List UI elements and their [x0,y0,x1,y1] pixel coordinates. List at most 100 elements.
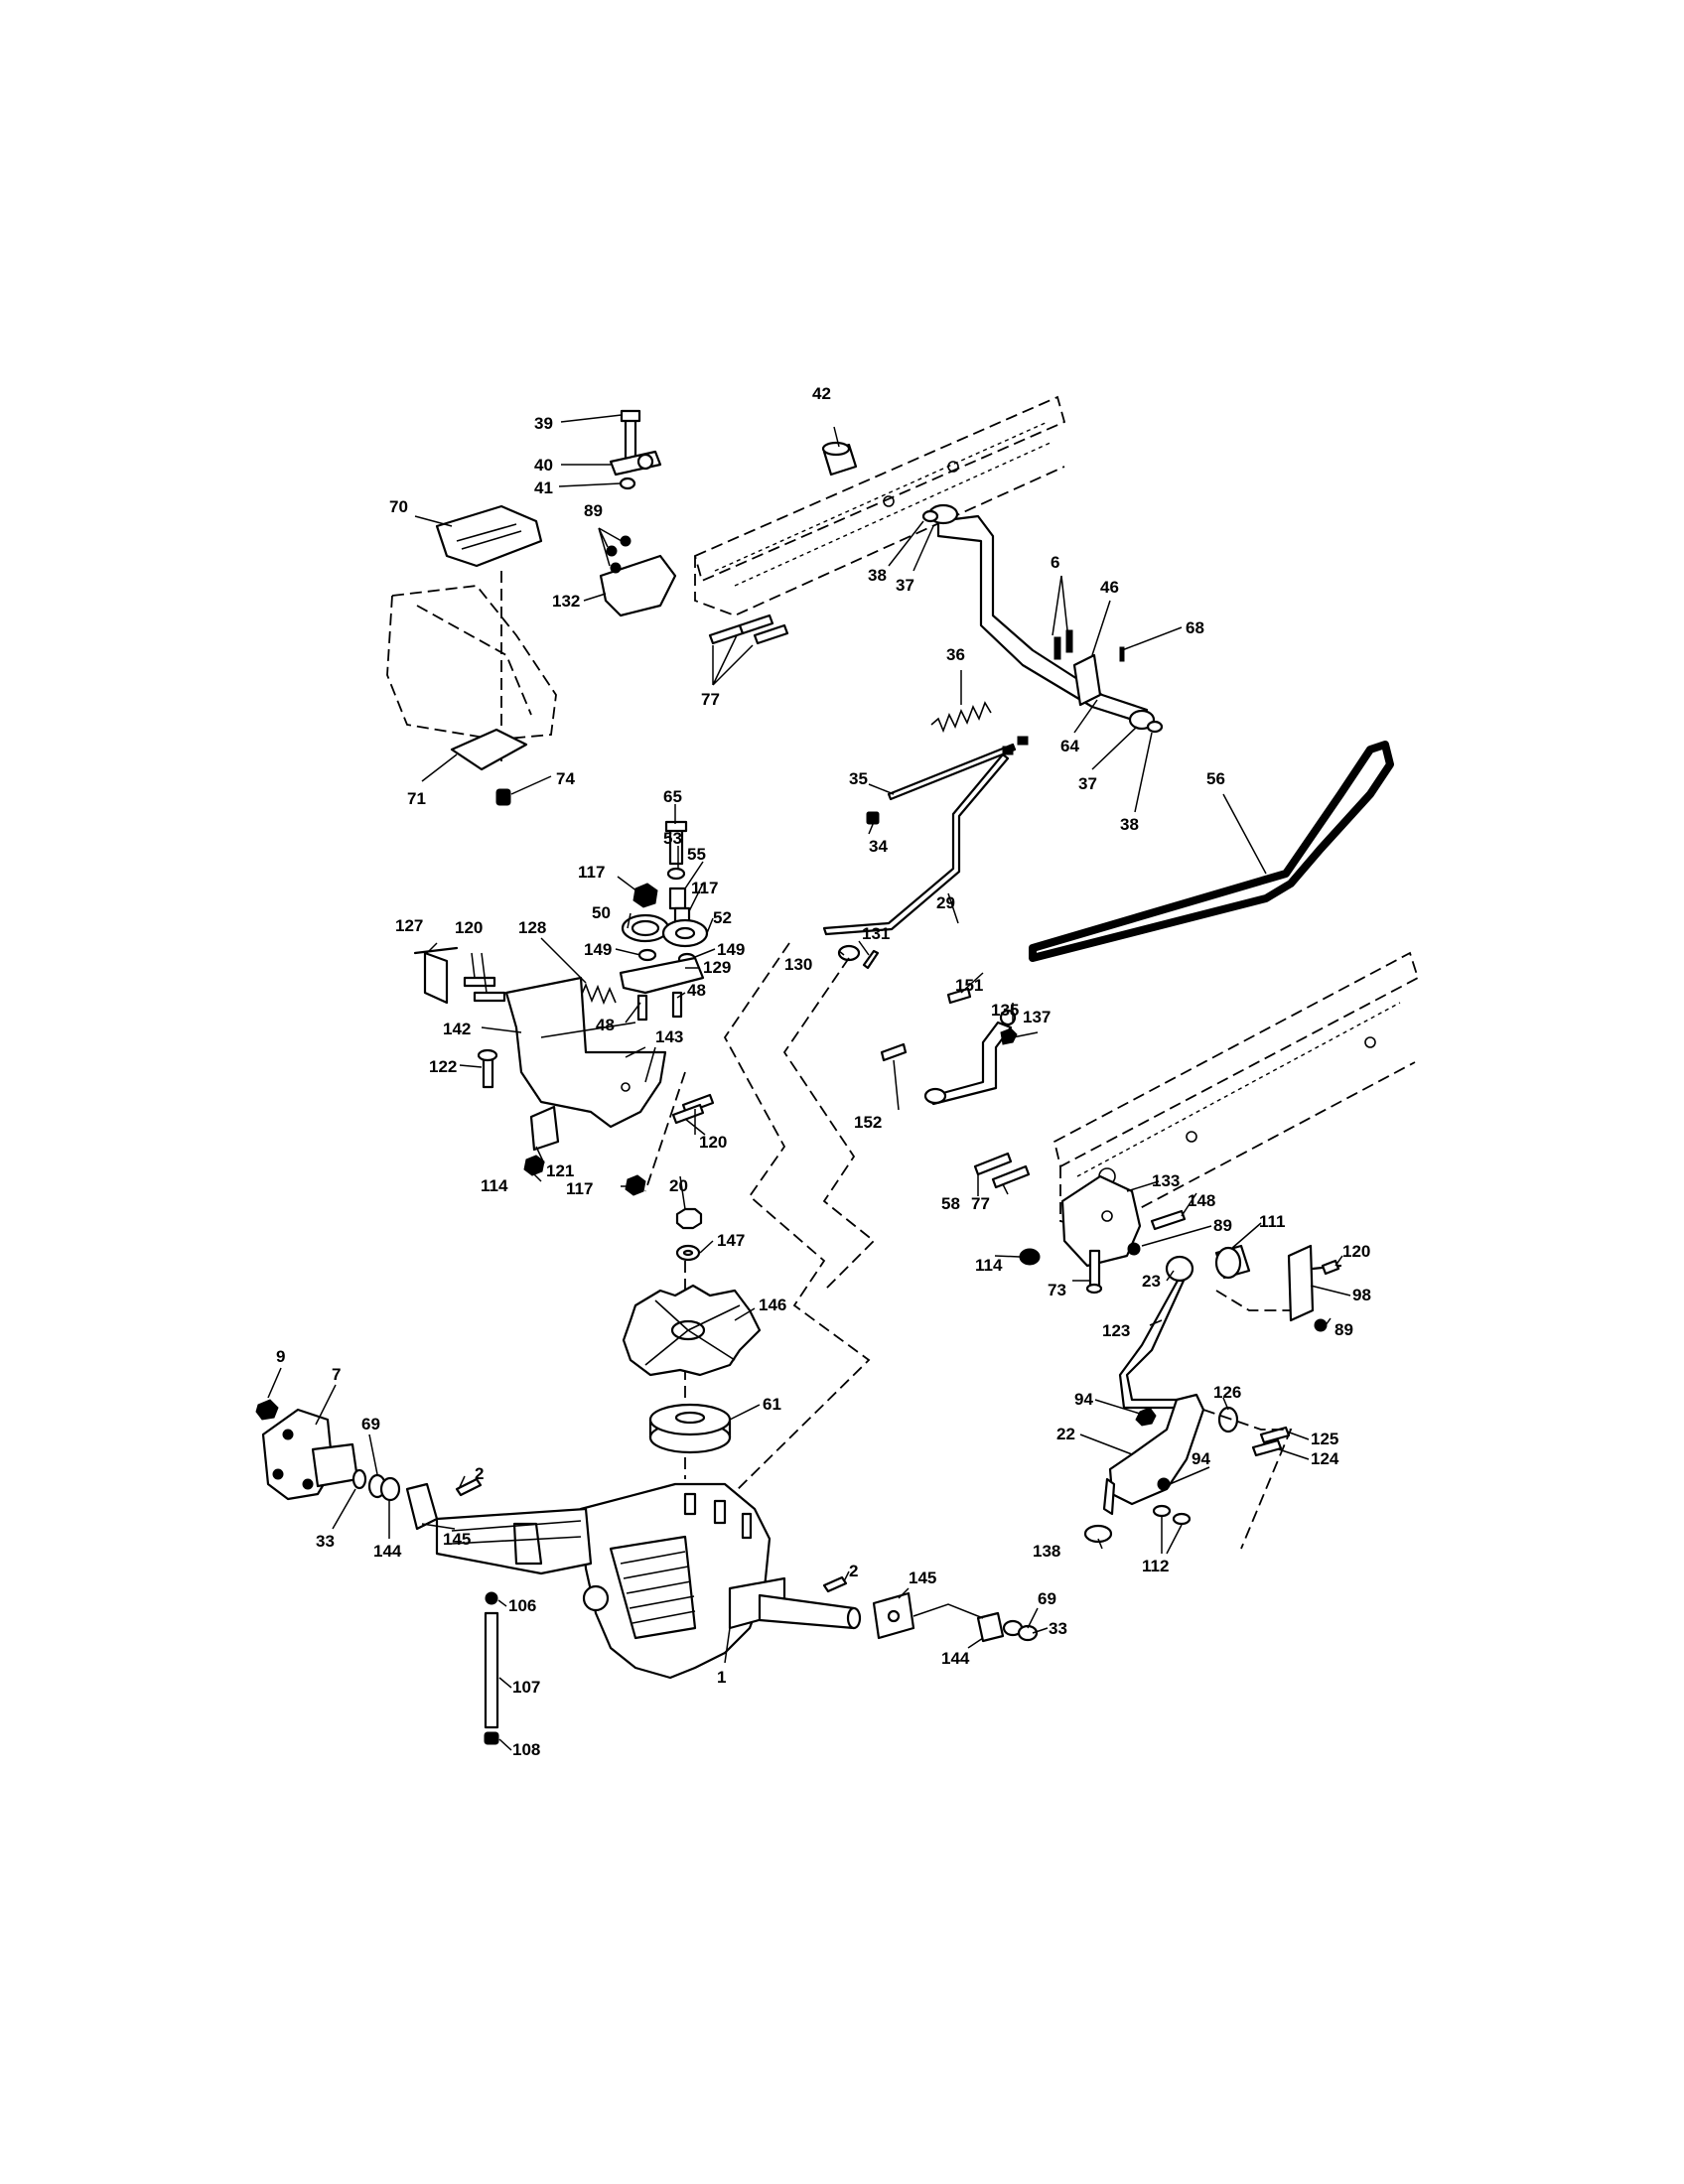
spacer-55 [668,887,687,910]
nut-114-right [1019,1248,1041,1266]
callout-46: 46 [1100,578,1119,597]
bolt-120-right [1321,1259,1340,1276]
nut-9 [255,1399,279,1421]
callout-71: 71 [407,789,426,808]
callout-37-upper: 37 [896,576,914,595]
nut-137 [1000,1027,1018,1045]
callout-7: 7 [332,1365,341,1384]
nut-94-right [1157,1477,1171,1491]
callout-23: 23 [1142,1272,1161,1291]
washer-130 [837,944,861,962]
bushing-111 [1214,1244,1251,1280]
callout-labels: 39 40 41 70 89 132 77 42 38 37 6 46 68 3… [276,384,1371,1759]
callout-35: 35 [849,769,868,788]
callout-148: 148 [1188,1191,1215,1210]
transaxle-1 [579,1482,786,1680]
callout-89-mid: 89 [1213,1216,1232,1235]
callout-121: 121 [546,1161,574,1180]
bracket-132 [599,535,677,617]
callout-149-right: 149 [717,940,745,959]
bolt-34 [866,811,880,825]
callout-40: 40 [534,456,553,475]
keys-2 [455,1477,848,1593]
washer-53 [666,867,686,881]
callout-53: 53 [663,829,682,848]
bolt-65 [664,820,688,866]
clip-40 [609,450,662,477]
rod-29 [822,746,1014,936]
callout-69-left: 69 [361,1415,380,1433]
shaft-107 [484,1591,499,1745]
callout-147: 147 [717,1231,745,1250]
bolt-148 [1150,1209,1187,1231]
callout-137: 137 [1023,1008,1051,1026]
pedal-pad [435,504,543,568]
hub-7 [261,1408,359,1501]
callout-68: 68 [1186,618,1204,637]
pulley-52 [661,918,709,948]
callout-89-upper: 89 [584,501,603,520]
callout-52: 52 [713,908,732,927]
bracket-142 [504,976,667,1129]
callout-94-right: 94 [1192,1449,1210,1468]
callout-56: 56 [1206,769,1225,788]
callout-61: 61 [763,1395,781,1414]
callout-132: 132 [552,592,580,611]
bolt-39 [620,409,641,464]
cross-shaft [921,503,1164,734]
callout-124: 124 [1311,1449,1339,1468]
right-axle-line [912,1603,984,1619]
callout-98: 98 [1352,1286,1371,1304]
callout-127: 127 [395,916,423,935]
callout-138: 138 [1033,1542,1060,1561]
callout-107: 107 [512,1678,540,1697]
washer-138 [1083,1524,1113,1544]
callout-149-left: 149 [584,940,612,959]
arm-135 [923,1009,1017,1106]
callout-38-upper: 38 [868,566,887,585]
rod-127 [413,946,459,1005]
bracket-46 [1053,629,1125,707]
callout-108: 108 [512,1740,540,1759]
fender-body-outline [386,585,557,741]
bolts-120-right [671,1093,715,1125]
bracket-98 [1287,1244,1342,1322]
left-axle [435,1507,593,1575]
nut-89-mid [1127,1242,1141,1256]
plate-22 [1102,1393,1205,1516]
callout-129: 129 [703,958,731,977]
bracket-145-left [405,1482,439,1531]
callout-112: 112 [1142,1557,1169,1575]
drive-dash-line-2 [782,957,876,1292]
bushing-42 [821,441,858,477]
bolt-73 [1085,1249,1103,1295]
callout-73: 73 [1048,1281,1066,1299]
plate-133 [1060,1174,1142,1268]
callout-117-top-left: 117 [578,863,605,882]
bolts-120-left [463,976,506,1003]
callout-77-upper: 77 [701,690,720,709]
callout-143: 143 [655,1027,683,1046]
callout-58: 58 [941,1194,960,1213]
callout-117-bottom: 117 [566,1179,593,1198]
callout-128: 128 [518,918,546,937]
callout-142: 142 [443,1020,471,1038]
callout-152: 152 [854,1113,882,1132]
pulley-50 [621,913,670,943]
callout-38-lower: 38 [1120,815,1139,834]
right-axle [758,1593,862,1630]
callout-2-left: 2 [475,1464,484,1483]
bolts-151-152 [880,987,972,1062]
washer-144-left [379,1476,401,1502]
washer-126 [1217,1406,1239,1433]
callout-2-right: 2 [849,1562,858,1580]
callout-48-right: 48 [687,981,706,1000]
leader-lines [267,414,1351,1751]
bolt-122 [477,1048,498,1089]
bolts-77 [708,614,789,645]
callout-106: 106 [508,1596,536,1615]
callout-146: 146 [759,1296,786,1314]
drive-dash-line [723,942,871,1498]
callout-39: 39 [534,414,553,433]
